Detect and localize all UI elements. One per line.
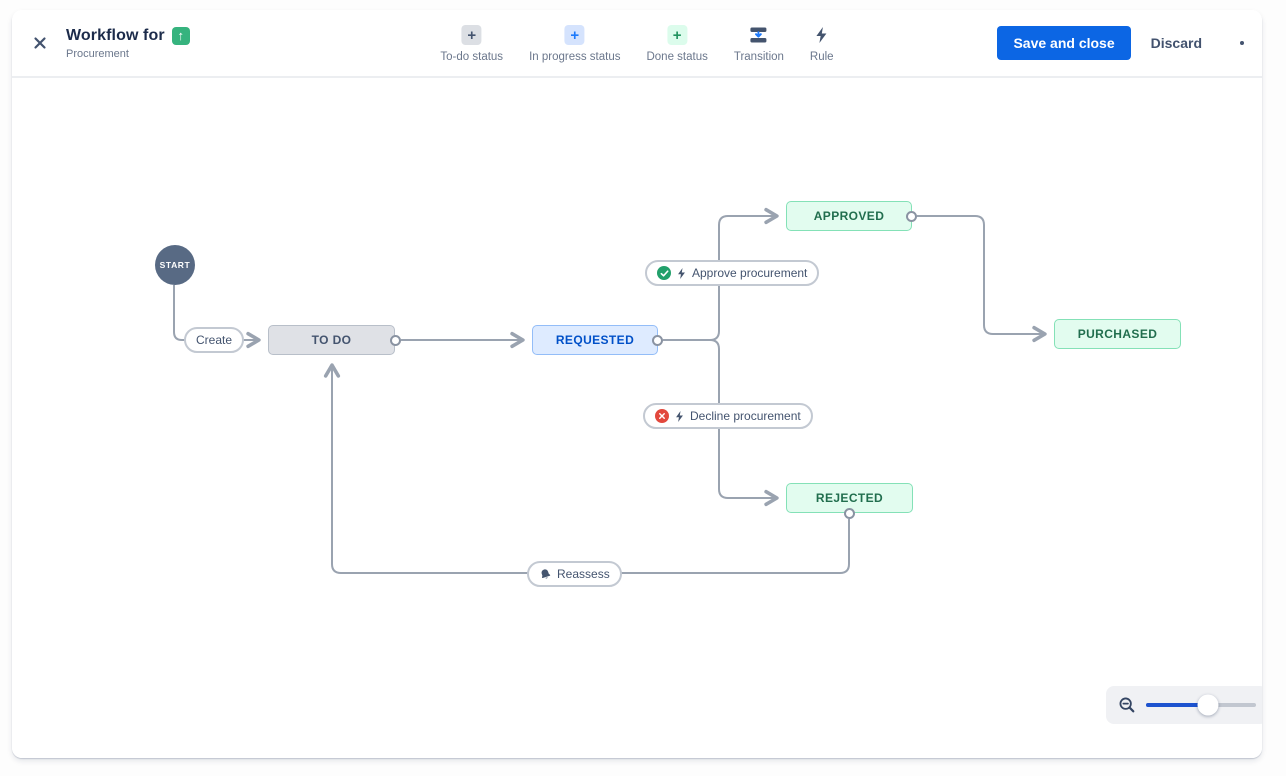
port-todo-right[interactable] (390, 335, 401, 346)
up-arrow-icon: ↑ (171, 26, 190, 45)
zoom-slider[interactable] (1146, 694, 1256, 716)
declined-cross-icon (655, 409, 669, 423)
transition-create[interactable]: Create (184, 327, 245, 353)
status-purchased[interactable]: PURCHASED (1054, 319, 1181, 349)
tool-label: Done status (646, 51, 708, 63)
transition-label: Reassess (557, 567, 610, 581)
tool-label: To-do status (440, 51, 504, 63)
approved-check-icon (657, 266, 671, 280)
add-done-status-button[interactable]: + Done status (646, 25, 708, 63)
tool-label: Rule (809, 51, 834, 63)
edges-layer (173, 207, 1047, 574)
transition-decline-procurement[interactable]: Decline procurement (643, 403, 813, 429)
edge-reassess[interactable] (323, 363, 850, 574)
rule-lightning-icon (678, 267, 685, 279)
zoom-control (1106, 686, 1262, 724)
header-actions: Save and close Discard (997, 26, 1244, 60)
port-requested-right[interactable] (652, 335, 663, 346)
unsaved-indicator-dot (1240, 41, 1244, 45)
transition-label: Create (196, 333, 233, 347)
zoom-slider-thumb[interactable] (1197, 694, 1219, 716)
discard-button[interactable]: Discard (1139, 26, 1214, 60)
transition-label: Decline procurement (690, 409, 801, 423)
port-approved-right[interactable] (906, 211, 917, 222)
header: Workflow for ↑ Procurement + To-do statu… (12, 10, 1262, 78)
status-to-do[interactable]: TO DO (268, 325, 395, 355)
notification-bell-icon (541, 568, 551, 578)
add-in-progress-status-button[interactable]: + In progress status (529, 25, 620, 63)
workflow-editor-window: Workflow for ↑ Procurement + To-do statu… (12, 10, 1262, 758)
lightning-icon (812, 25, 832, 45)
zoom-out-icon[interactable] (1118, 696, 1136, 714)
page-title: Workflow for (66, 26, 165, 44)
plus-green-icon: + (667, 25, 688, 45)
tool-label: In progress status (529, 51, 621, 63)
add-todo-status-button[interactable]: + To-do status (440, 25, 503, 63)
edge-approved-to-purchased[interactable] (917, 215, 1047, 343)
add-rule-button[interactable]: Rule (810, 25, 834, 63)
tool-label: Transition (733, 51, 784, 63)
port-rejected-bottom[interactable] (844, 508, 855, 519)
status-approved[interactable]: APPROVED (786, 201, 912, 231)
start-node[interactable]: START (155, 245, 195, 285)
status-requested[interactable]: REQUESTED (532, 325, 658, 355)
close-button[interactable] (24, 27, 56, 59)
rule-lightning-icon (676, 410, 683, 422)
transition-label: Approve procurement (692, 266, 808, 280)
workflow-subtitle: Procurement (66, 47, 129, 60)
transition-reassess[interactable]: Reassess (527, 561, 622, 587)
add-transition-button[interactable]: Transition (734, 25, 784, 63)
edge-create[interactable] (173, 285, 261, 349)
plus-blue-icon: + (564, 25, 585, 45)
plus-gray-icon: + (461, 25, 482, 45)
title-block: Workflow for ↑ Procurement (66, 26, 190, 60)
toolbar: + To-do status + In progress status + Do… (440, 10, 834, 78)
save-and-close-button[interactable]: Save and close (997, 26, 1131, 60)
workflow-canvas[interactable]: START TO DO REQUESTED APPROVED PURCHASED… (12, 78, 1262, 758)
zoom-slider-fill (1146, 703, 1208, 707)
status-rejected[interactable]: REJECTED (786, 483, 913, 513)
transition-icon (749, 25, 769, 45)
close-icon (34, 37, 46, 49)
transition-approve-procurement[interactable]: Approve procurement (645, 260, 820, 286)
